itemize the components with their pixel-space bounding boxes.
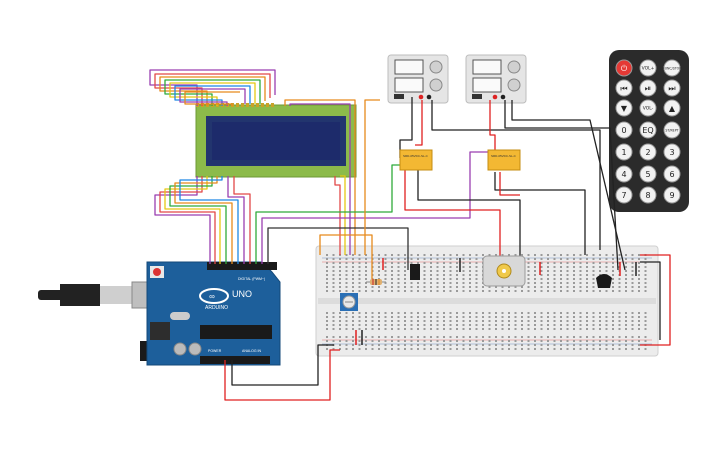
remote-button[interactable] [639,165,657,183]
remote-button-label: VOL- [643,106,654,112]
remote-button[interactable] [663,186,681,204]
remote-button-label: 6 [669,170,674,179]
remote-button-label: 8 [645,191,650,200]
remote-button[interactable] [663,59,681,77]
ir-remote[interactable]: ⏻ VOL+ FUNC/STOP ⏮ ⏯ ⏭ ▼ VOL- ▲ 0 EQ ST/REPT 1 2 3 4 5 6 7… [609,50,689,212]
remote-button[interactable] [615,143,633,161]
remote-button-label: FUNC/STOP [663,67,681,71]
relay-2: SRD-05VDC-SL-C [487,149,521,171]
remote-button-label: ▼ [621,104,628,113]
remote-button[interactable] [663,121,681,139]
transistor [410,264,420,280]
remote-button[interactable] [663,79,681,97]
remote-button[interactable] [615,59,633,77]
remote-button-label: 3 [669,148,674,157]
remote-button-label: 1 [621,148,626,157]
remote-button[interactable] [639,79,657,97]
remote-button[interactable] [663,143,681,161]
remote-button[interactable] [615,79,633,97]
breadboard[interactable] [315,245,659,357]
remote-button[interactable] [639,186,657,204]
remote-button-label: ST/REPT [665,129,678,133]
arduino-uno-board: ∞ UNO ARDUINO DIGITAL (PWM~) POWER ANALO… [38,261,281,366]
remote-button-label: VOL+ [642,66,655,72]
potentiometer[interactable] [340,293,358,311]
remote-button[interactable] [639,121,657,139]
remote-button-label: ⏭ [668,84,675,93]
resistor [366,279,386,285]
remote-button-label: 7 [621,191,626,200]
lcd-data-wires[interactable] [149,69,356,264]
remote-button[interactable] [639,99,657,117]
remote-button-label: ⏯ [645,84,651,93]
remote-button[interactable] [615,121,633,139]
remote-button-label: ⏮ [620,84,627,93]
remote-button-label: 9 [669,191,674,200]
dc-motor [482,255,526,287]
power-supply-2 [465,54,527,104]
remote-button[interactable] [615,99,633,117]
remote-button[interactable] [639,143,657,161]
relay-2-label: SRD-05VDC-SL-C [491,154,517,158]
breadboard-holes [326,254,647,350]
remote-button[interactable] [663,99,681,117]
remote-button-label: 2 [645,148,650,157]
relay-1-label: SRD-05VDC-SL-C [403,154,429,158]
remote-button[interactable] [615,165,633,183]
remote-button-label: EQ [642,126,653,135]
board-model-label: UNO [232,289,252,299]
remote-button-grid[interactable]: ⏻ VOL+ FUNC/STOP ⏮ ⏯ ⏭ ▼ VOL- ▲ 0 EQ ST/REPT 1 2 3 4 5 6 7… [615,59,681,204]
relay-1: SRD-05VDC-SL-C [399,149,433,171]
remote-button-label: ⏻ [621,64,628,73]
remote-button[interactable] [615,186,633,204]
digital-header-label: DIGITAL (PWM~) [238,277,265,281]
remote-button[interactable] [663,165,681,183]
breadboard-jumpers [355,258,637,345]
signal-wires[interactable] [224,97,671,401]
remote-button-label: 0 [621,126,626,135]
board-brand-label: ARDUINO [205,305,228,311]
power-supply-1 [387,54,449,104]
remote-button-label: 4 [621,170,626,179]
remote-button-label: 5 [645,170,650,179]
ir-receiver [596,274,612,288]
power-header-label: POWER [208,349,222,353]
lcd-display [195,103,357,178]
remote-button[interactable] [639,59,657,77]
analog-header-label: ANALOG IN [242,349,262,353]
svg-text:∞: ∞ [209,292,215,301]
remote-button-label: ▲ [669,104,676,113]
